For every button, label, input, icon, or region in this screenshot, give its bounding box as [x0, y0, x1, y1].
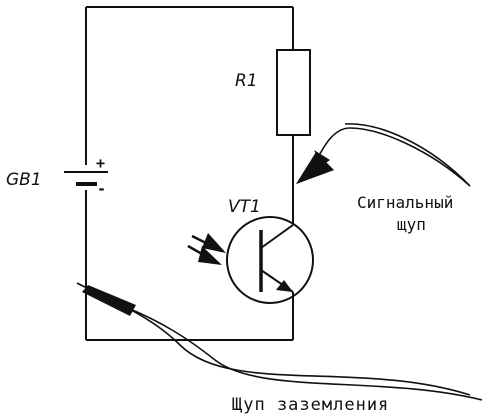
resistor-label: R1: [235, 71, 258, 91]
battery-minus-sign: -: [97, 180, 106, 198]
circuit-wires: [85, 6, 294, 341]
signal-probe-tip-icon: [296, 150, 334, 184]
signal-probe: [296, 123, 471, 187]
signal-probe-label-line2: щуп: [397, 215, 426, 234]
ground-probe-label: Щуп заземления: [232, 395, 389, 415]
resistor-r1-symbol: [276, 49, 311, 136]
battery-plus-sign: +: [96, 154, 105, 172]
battery-gb1-symbol: [64, 171, 108, 186]
transistor-label: VT1: [228, 197, 261, 217]
battery-label: GB1: [6, 170, 42, 190]
signal-probe-label-line1: Сигнальный: [357, 193, 453, 212]
transistor-vt1-symbol: [226, 216, 314, 304]
ground-probe-tip-icon: [82, 285, 136, 316]
light-arrows-icon: [187, 233, 226, 265]
ground-probe: [76, 282, 483, 401]
